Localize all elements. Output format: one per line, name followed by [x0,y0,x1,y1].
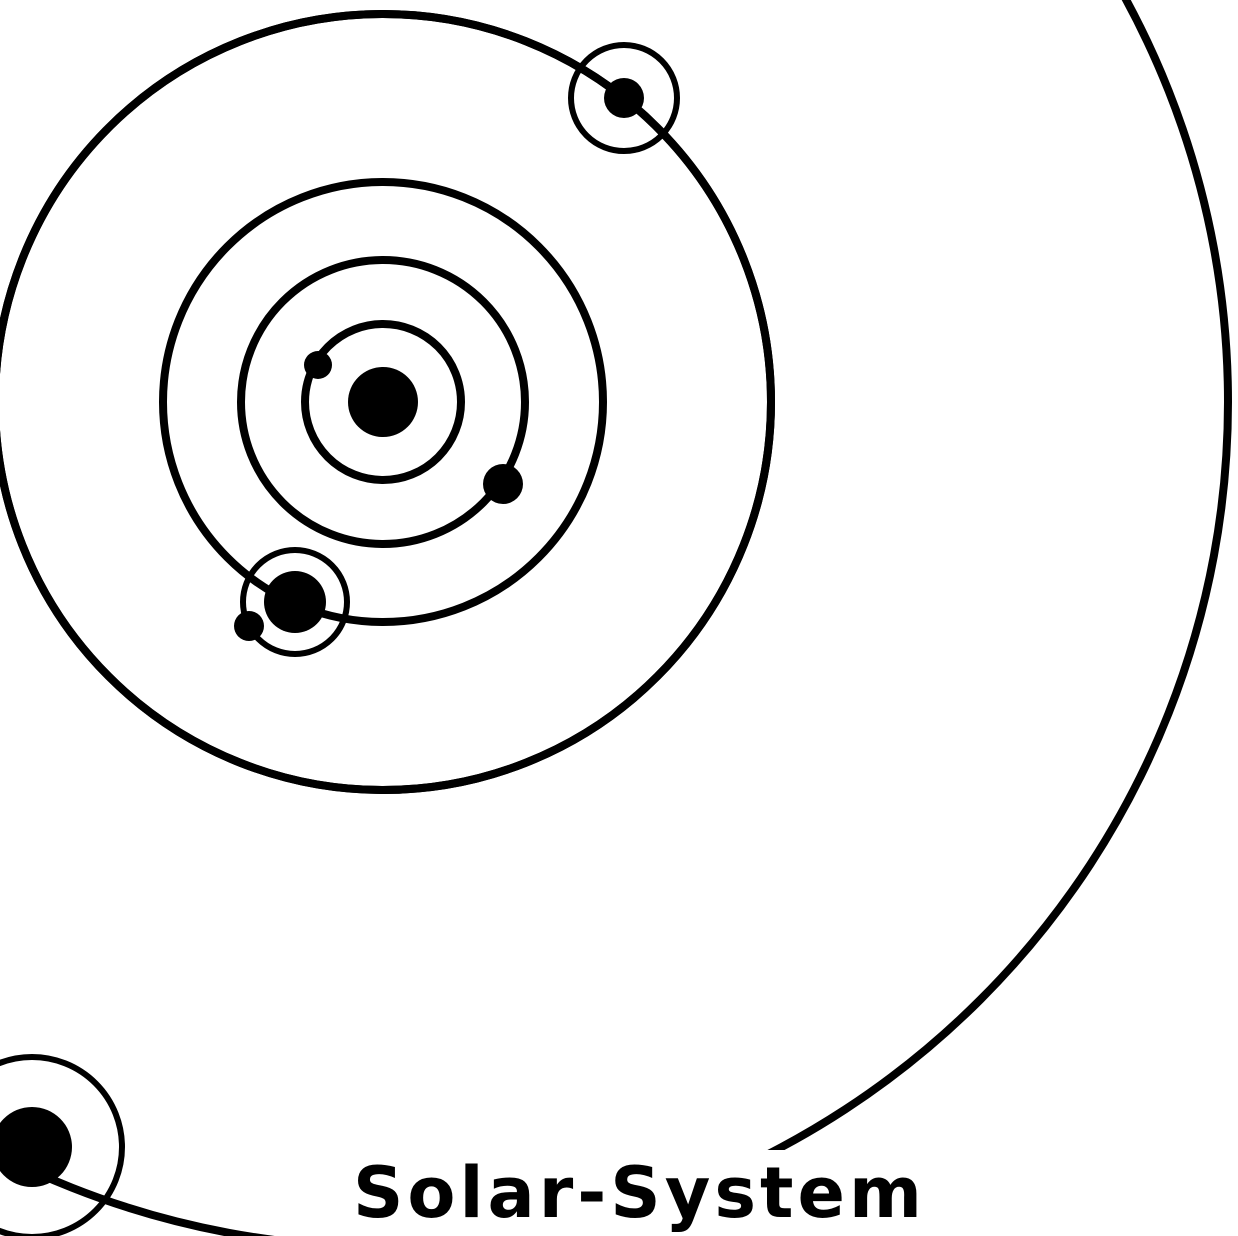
planet-3 [264,571,326,633]
sun [348,367,418,437]
planet-1 [304,351,332,379]
planet-4 [604,78,644,118]
planet-2 [483,464,523,504]
planet-3-moon [234,611,264,641]
diagram-title: Solar-System [345,1150,934,1236]
planet-5 [0,1107,72,1187]
